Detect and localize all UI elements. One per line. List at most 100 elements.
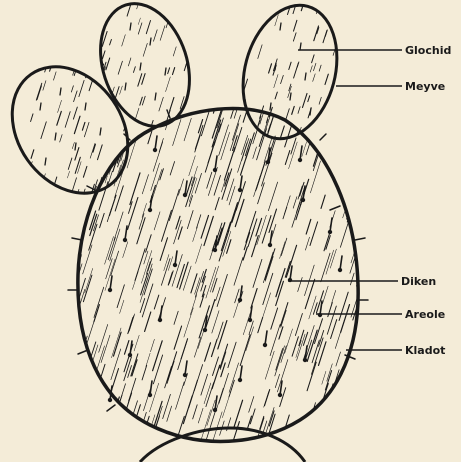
hatch-stroke xyxy=(312,433,316,445)
hatch-stroke xyxy=(252,236,259,257)
hatch-stroke xyxy=(101,98,106,112)
hatch-stroke xyxy=(324,231,330,250)
glochid-tick xyxy=(130,23,131,30)
hatch-stroke xyxy=(28,178,32,190)
hatch-stroke xyxy=(191,166,197,186)
hatch-stroke xyxy=(314,63,316,70)
hatch-stroke xyxy=(319,97,321,104)
hatch-stroke xyxy=(280,303,288,326)
hatch-stroke xyxy=(75,157,80,173)
hatch-stroke xyxy=(323,30,327,43)
hatch-stroke xyxy=(17,73,20,84)
hatch-stroke xyxy=(325,74,328,84)
hatch-stroke xyxy=(354,194,358,207)
areole-dot xyxy=(148,208,152,212)
hatch-stroke xyxy=(265,351,274,379)
hatch-stroke xyxy=(94,287,104,317)
hatch-stroke xyxy=(185,27,189,39)
edge-spine xyxy=(330,206,340,210)
hatch-stroke xyxy=(268,182,277,211)
hatch-stroke xyxy=(94,305,100,322)
hatch-stroke xyxy=(269,64,272,73)
hatch-stroke xyxy=(235,199,244,226)
hatch-stroke xyxy=(241,149,250,176)
hatch-stroke xyxy=(79,180,83,194)
hatch-stroke xyxy=(106,58,110,70)
hatch-stroke xyxy=(303,332,307,345)
hatch-stroke xyxy=(37,86,41,100)
hatch-stroke xyxy=(258,183,265,204)
areole-dot xyxy=(248,318,252,322)
hatch-stroke xyxy=(210,266,218,292)
hatch-stroke xyxy=(207,400,215,426)
hatch-stroke xyxy=(151,339,155,351)
hatch-stroke xyxy=(249,321,253,335)
hatch-stroke xyxy=(355,428,360,445)
edge-spine xyxy=(107,405,115,411)
areole-dot xyxy=(263,343,267,347)
areole-dot xyxy=(238,188,242,192)
hatch-stroke xyxy=(170,98,174,112)
hatch-stroke xyxy=(341,120,345,132)
hatch-stroke xyxy=(253,131,257,144)
hatch-stroke xyxy=(168,352,177,381)
hatch-stroke xyxy=(253,259,262,287)
areole-dot xyxy=(203,328,207,332)
hatch-stroke xyxy=(154,30,158,41)
hatch-stroke xyxy=(330,103,335,120)
hatch-stroke xyxy=(341,375,350,402)
hatch-stroke xyxy=(347,183,357,213)
hatch-stroke xyxy=(36,83,42,100)
fruit-middle xyxy=(86,0,205,138)
hatch-stroke xyxy=(65,112,70,128)
hatch-stroke xyxy=(325,371,331,390)
hatch-stroke xyxy=(205,343,211,361)
hatch-stroke xyxy=(279,327,283,339)
hatch-stroke xyxy=(17,63,19,70)
hatch-stroke xyxy=(354,210,358,222)
areole-dot xyxy=(128,353,132,357)
hatch-stroke xyxy=(234,400,243,427)
hatch-stroke xyxy=(84,122,89,136)
hatch-stroke xyxy=(140,97,143,105)
hatch-stroke xyxy=(138,18,140,25)
hatch-stroke xyxy=(249,397,254,413)
hatch-stroke xyxy=(114,332,122,356)
hatch-stroke xyxy=(86,146,95,175)
hatch-stroke xyxy=(31,150,34,159)
hatch-stroke xyxy=(275,346,285,376)
hatch-stroke xyxy=(174,326,182,349)
fruit-right xyxy=(229,0,351,149)
hatch-stroke xyxy=(194,365,202,391)
hatch-stroke xyxy=(289,62,291,69)
hatch-stroke xyxy=(99,325,108,353)
hatch-stroke xyxy=(350,384,354,398)
hatch-stroke xyxy=(197,215,201,229)
hatch-stroke xyxy=(207,172,212,188)
hatch-stroke xyxy=(111,349,121,380)
hatch-stroke xyxy=(310,161,320,193)
hatch-stroke xyxy=(187,211,193,229)
hatch-stroke xyxy=(82,136,91,163)
edge-spine xyxy=(78,350,88,354)
hatch-stroke xyxy=(194,337,200,357)
hatch-stroke xyxy=(198,408,203,423)
hatch-stroke xyxy=(172,255,182,287)
hatch-stroke xyxy=(307,362,316,391)
hatch-stroke xyxy=(281,310,286,327)
hatch-stroke xyxy=(353,398,358,414)
hatch-stroke xyxy=(336,383,343,406)
hatch-stroke xyxy=(109,195,116,215)
hatch-stroke xyxy=(83,275,92,302)
hatch-stroke xyxy=(146,353,150,366)
hatch-stroke xyxy=(230,124,239,151)
hatch-stroke xyxy=(264,391,269,407)
hatch-stroke xyxy=(348,93,354,111)
hatch-stroke xyxy=(73,107,77,119)
hatch-stroke xyxy=(142,74,145,85)
glochid-tick xyxy=(140,63,141,70)
hatch-stroke xyxy=(128,58,131,66)
hatch-stroke xyxy=(229,363,239,393)
hatch-stroke xyxy=(178,416,184,435)
hatch-stroke xyxy=(176,382,185,409)
